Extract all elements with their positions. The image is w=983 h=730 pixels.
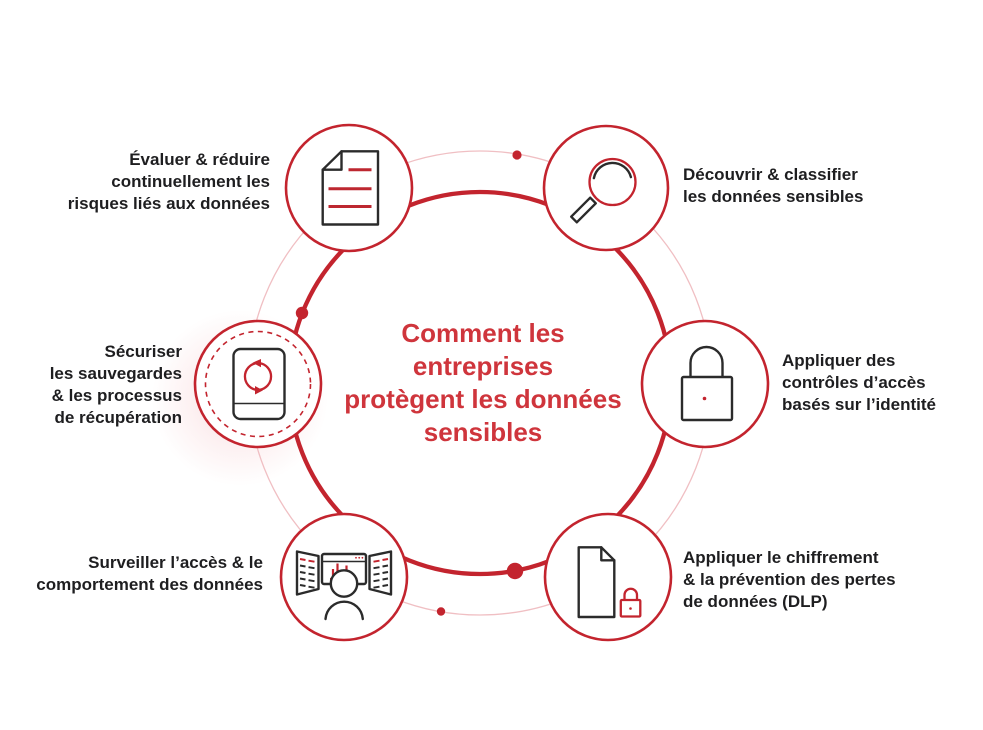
label-line: de récupération: [54, 408, 182, 427]
document-lock-icon: [577, 546, 642, 619]
document-icon: [321, 150, 380, 226]
title-line: Comment les: [401, 318, 565, 348]
label-secure-backups: Sécuriser les sauvegardes & les processu…: [50, 341, 182, 429]
ring-dot-top: [512, 150, 522, 160]
label-line: basés sur l’identité: [782, 395, 936, 414]
label-evaluate-reduce: Évaluer & réduire continuellement les ri…: [68, 149, 270, 215]
label-line: continuellement les: [111, 172, 270, 191]
label-line: les données sensibles: [683, 187, 864, 206]
label-line: les sauvegardes: [49, 364, 182, 383]
node-discover: [542, 124, 670, 252]
node-evaluate: [284, 123, 414, 253]
label-monitor-access: Surveiller l’accès & le comportement des…: [36, 552, 263, 596]
backup-sync-icon: [232, 347, 286, 421]
label-line: Évaluer & réduire: [129, 150, 270, 169]
magnifier-icon: [570, 157, 637, 224]
label-line: Appliquer le chiffrement: [683, 548, 879, 567]
label-line: contrôles d’accès: [782, 373, 926, 392]
label-line: risques liés aux données: [67, 194, 270, 213]
label-line: comportement des données: [36, 575, 263, 594]
selected-dashed-ring: [204, 330, 312, 438]
node-monitor: [279, 512, 409, 642]
label-line: & les processus: [51, 386, 182, 405]
label-line: Sécuriser: [104, 342, 183, 361]
label-line: & la prévention des pertes: [683, 570, 896, 589]
ring-dot-bottom-left: [436, 607, 446, 616]
label-line: Surveiller l’accès & le: [88, 553, 263, 572]
title-line: protègent les données: [344, 384, 622, 414]
monitors-person-icon: [295, 550, 393, 621]
label-line: de données (DLP): [683, 592, 828, 611]
label-access-controls: Appliquer des contrôles d’accès basés su…: [782, 350, 936, 416]
padlock-icon: [680, 345, 734, 422]
ring-dot-upper-left: [295, 306, 309, 320]
node-dlp: [543, 512, 673, 642]
node-backup: [193, 319, 323, 449]
page-title: Comment les entreprises protègent les do…: [313, 317, 653, 449]
ring-dot-bottom: [506, 562, 524, 580]
label-line: Appliquer des: [782, 351, 896, 370]
label-line: Découvrir & classifier: [683, 165, 858, 184]
label-discover-classify: Découvrir & classifier les données sensi…: [683, 164, 863, 208]
node-access-controls: [640, 319, 770, 449]
title-line: sensibles: [423, 417, 543, 447]
label-encryption-dlp: Appliquer le chiffrement & la prévention…: [683, 547, 896, 613]
title-line: entreprises: [412, 351, 554, 381]
